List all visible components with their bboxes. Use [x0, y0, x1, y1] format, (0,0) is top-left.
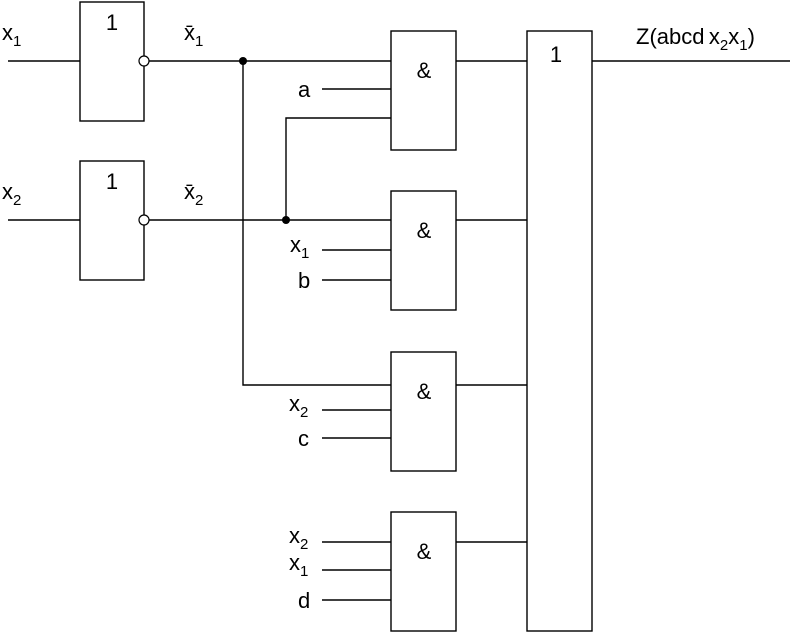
gate3-x2-label: x2: [289, 391, 308, 421]
gate4-x1-label: x1: [289, 550, 308, 580]
and-gate-3: &: [390, 351, 457, 472]
input-d-label: d: [298, 588, 310, 613]
wire-x2-bar-branch: [285, 117, 391, 220]
and-gate-1-symbol: &: [417, 58, 432, 83]
and-gate-1: &: [390, 30, 457, 151]
not-gate-x2: 1: [79, 160, 150, 281]
not-gate-x1: 1: [79, 1, 150, 122]
gate2-x1-label: x1: [290, 232, 309, 262]
input-x2-label: x2: [2, 179, 21, 209]
not-gate-x1-symbol: 1: [106, 10, 118, 35]
wire-x1-bar-branch: [242, 61, 391, 386]
input-c-label: c: [298, 426, 309, 451]
and-gate-4: &: [390, 511, 457, 632]
inversion-bubble-icon: [138, 214, 150, 226]
inversion-bubble-icon: [138, 55, 150, 67]
input-x1-label: x1: [2, 20, 21, 50]
or-gate-symbol: 1: [550, 42, 562, 67]
x1-bar-label: x̄1: [184, 20, 203, 50]
gate4-x2-label: x2: [289, 523, 308, 553]
and-gate-4-symbol: &: [417, 539, 432, 564]
input-b-label: b: [298, 268, 310, 293]
or-gate: 1: [526, 30, 593, 632]
not-gate-x2-symbol: 1: [106, 169, 118, 194]
output-z-label: Z(abcd x2x1): [636, 24, 755, 54]
junction-dot-icon: [282, 216, 290, 224]
junction-dot-icon: [239, 57, 247, 65]
and-gate-2: &: [390, 190, 457, 311]
x2-bar-label: x̄2: [184, 179, 203, 209]
and-gate-3-symbol: &: [417, 379, 432, 404]
and-gate-2-symbol: &: [417, 218, 432, 243]
input-a-label: a: [298, 77, 311, 102]
